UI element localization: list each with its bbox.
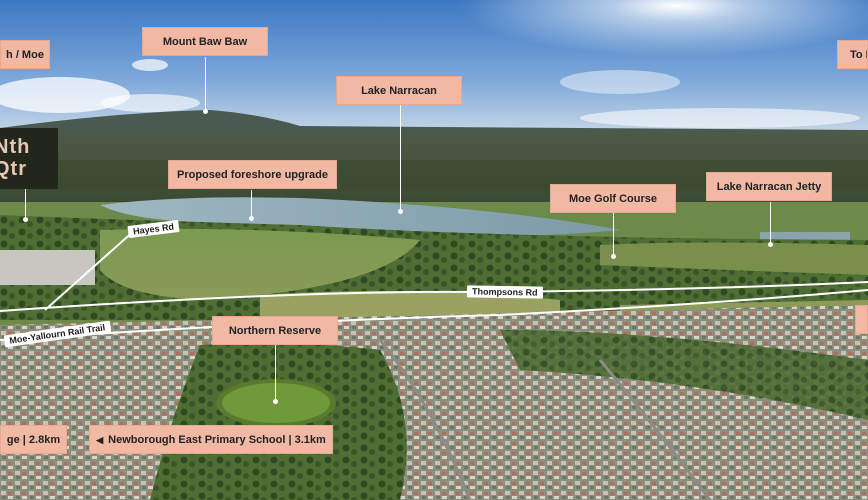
label-jetty: Lake Narracan Jetty bbox=[706, 172, 832, 201]
pin-jetty bbox=[770, 202, 771, 244]
pin-logo bbox=[25, 189, 26, 219]
pin-foreshore bbox=[251, 190, 252, 218]
logo-line-2: Qtr bbox=[0, 158, 27, 180]
pin-dot-northern-reserve bbox=[273, 399, 278, 404]
label-left-distance: ge | 2.8km bbox=[0, 425, 67, 454]
label-golf: Moe Golf Course bbox=[550, 184, 676, 213]
label-primary-school-text: Newborough East Primary School | 3.1km bbox=[108, 434, 326, 446]
label-right-edge bbox=[855, 305, 868, 334]
label-mount-baw-baw: Mount Baw Baw bbox=[142, 27, 268, 56]
pin-dot-logo bbox=[23, 217, 28, 222]
left-triangle-icon: ◀ bbox=[96, 435, 104, 445]
pin-dot-golf bbox=[611, 254, 616, 259]
nth-qtr-logo: Nth Qtr bbox=[0, 128, 58, 189]
pin-dot-lake-narracan bbox=[398, 209, 403, 214]
label-foreshore: Proposed foreshore upgrade bbox=[168, 160, 337, 189]
pin-golf bbox=[613, 213, 614, 256]
label-lake-narracan: Lake Narracan bbox=[336, 76, 462, 105]
pin-dot-foreshore bbox=[249, 216, 254, 221]
pin-lake-narracan bbox=[400, 105, 401, 211]
label-primary-school: ◀ Newborough East Primary School | 3.1km bbox=[89, 425, 333, 454]
logo-line-1: Nth bbox=[0, 136, 31, 158]
pin-dot-mount-baw-baw bbox=[203, 109, 208, 114]
pin-dot-jetty bbox=[768, 242, 773, 247]
label-moe: h / Moe bbox=[0, 40, 50, 69]
pin-northern-reserve bbox=[275, 345, 276, 401]
label-northern-reserve: Northern Reserve bbox=[212, 316, 338, 345]
pin-mount-baw-baw bbox=[205, 57, 206, 111]
label-to-right: To M bbox=[837, 40, 868, 69]
road-label-thompsons: Thompsons Rd bbox=[466, 285, 543, 299]
